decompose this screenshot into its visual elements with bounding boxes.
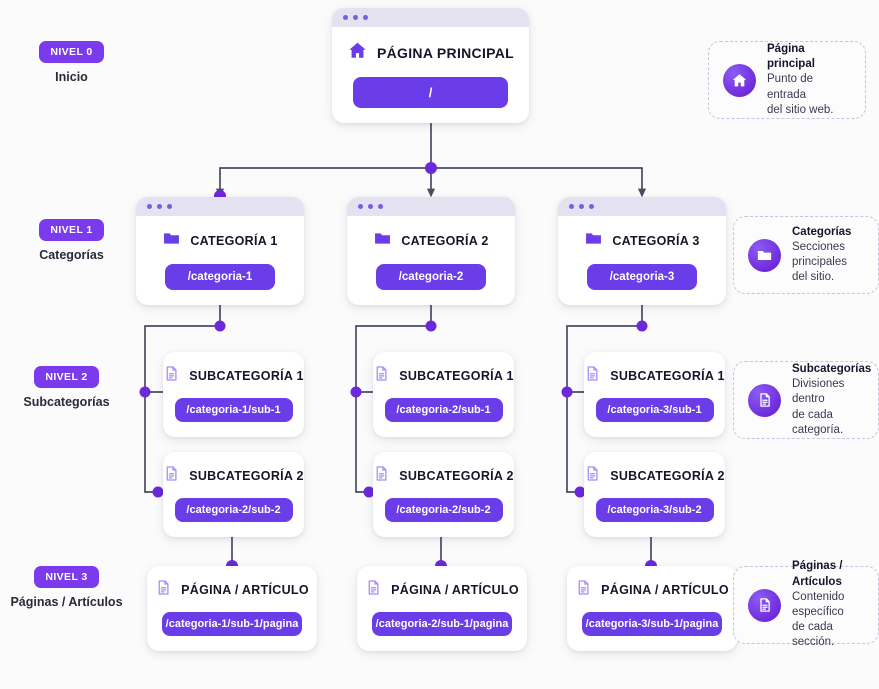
- node-page-1-url[interactable]: /categoria-1/sub-1/pagina: [162, 612, 302, 636]
- node-category-2-url[interactable]: /categoria-2: [376, 264, 486, 290]
- node-subcategory-1-1-title: SUBCATEGORÍA 1: [189, 369, 304, 383]
- node-home-url[interactable]: /: [353, 77, 508, 108]
- document-icon: [373, 365, 390, 387]
- card-titlebar: [136, 197, 304, 216]
- document-icon: [748, 383, 781, 417]
- level-3-chip: NIVEL 3: [34, 566, 99, 588]
- legend-home-line2: del sitio web.: [767, 103, 834, 116]
- folder-icon: [748, 238, 781, 272]
- node-subcategory-2-1-url[interactable]: /categoria-2/sub-1: [384, 398, 503, 422]
- node-subcategory-3-1[interactable]: SUBCATEGORÍA 1 /categoria-3/sub-1: [584, 352, 725, 437]
- legend-subcategories: Subcategorías Divisiones dentro de cada …: [733, 361, 879, 439]
- level-0-chip: NIVEL 0: [39, 41, 104, 63]
- node-category-3[interactable]: CATEGORÍA 3 /categoria-3: [558, 197, 726, 305]
- legend-home-title: Página principal: [767, 43, 815, 71]
- folder-icon: [373, 229, 392, 253]
- legend-pages: Páginas / Artículos Contenido específico…: [733, 560, 879, 648]
- level-3: NIVEL 3 Páginas / Artículos: [0, 566, 133, 609]
- node-page-2-url[interactable]: /categoria-2/sub-1/pagina: [372, 612, 512, 636]
- folder-icon: [162, 229, 181, 253]
- legend-pages-line1: Contenido específico: [792, 590, 845, 618]
- legend-subcategories-line2: de cada categoría.: [792, 408, 844, 436]
- folder-icon: [584, 229, 603, 253]
- node-subcategory-3-1-title: SUBCATEGORÍA 1: [610, 369, 725, 383]
- node-subcategory-3-2-title: SUBCATEGORÍA 2: [610, 469, 725, 483]
- node-page-1[interactable]: PÁGINA / ARTÍCULO /categoria-1/sub-1/pag…: [147, 566, 317, 651]
- node-category-3-url[interactable]: /categoria-3: [587, 264, 697, 290]
- level-2-chip: NIVEL 2: [34, 366, 99, 388]
- document-icon: [365, 579, 382, 601]
- document-icon: [155, 579, 172, 601]
- card-titlebar: [347, 197, 515, 216]
- node-home-title: PÁGINA PRINCIPAL: [376, 45, 515, 61]
- level-1-caption: Categorías: [39, 248, 104, 262]
- level-1-chip: NIVEL 1: [39, 219, 104, 241]
- node-subcategory-2-2-url[interactable]: /categoria-2/sub-2: [384, 498, 503, 522]
- level-0-caption: Inicio: [55, 70, 88, 84]
- document-icon: [163, 465, 180, 487]
- legend-categories-title: Categorías: [792, 225, 852, 238]
- document-icon: [584, 465, 601, 487]
- legend-subcategories-title: Subcategorías: [792, 363, 872, 376]
- node-page-3-title: PÁGINA / ARTÍCULO: [601, 583, 729, 597]
- home-icon: [347, 40, 368, 66]
- level-2: NIVEL 2 Subcategorías: [4, 366, 129, 409]
- level-3-caption: Páginas / Artículos: [10, 595, 123, 609]
- node-subcategory-1-2-title: SUBCATEGORÍA 2: [189, 469, 304, 483]
- node-subcategory-3-2[interactable]: SUBCATEGORÍA 2 /categoria-3/sub-2: [584, 452, 725, 537]
- legend-pages-line2: de cada sección.: [792, 621, 835, 649]
- node-page-2[interactable]: PÁGINA / ARTÍCULO /categoria-2/sub-1/pag…: [357, 566, 527, 651]
- home-icon: [723, 63, 756, 97]
- node-page-3-url[interactable]: /categoria-3/sub-1/pagina: [582, 612, 722, 636]
- node-category-2-title: CATEGORÍA 2: [401, 234, 489, 248]
- document-icon: [373, 465, 390, 487]
- document-icon: [163, 365, 180, 387]
- node-category-1-url[interactable]: /categoria-1: [165, 264, 275, 290]
- node-subcategory-2-2[interactable]: SUBCATEGORÍA 2 /categoria-2/sub-2: [373, 452, 514, 537]
- node-subcategory-1-2[interactable]: SUBCATEGORÍA 2 /categoria-2/sub-2: [163, 452, 304, 537]
- card-titlebar: [332, 8, 529, 27]
- legend-categories-line1: Secciones principales: [792, 240, 847, 268]
- node-page-1-title: PÁGINA / ARTÍCULO: [181, 583, 309, 597]
- level-0: NIVEL 0 Inicio: [14, 41, 129, 84]
- card-titlebar: [558, 197, 726, 216]
- node-subcategory-1-1[interactable]: SUBCATEGORÍA 1 /categoria-1/sub-1: [163, 352, 304, 437]
- node-category-1-title: CATEGORÍA 1: [190, 234, 278, 248]
- node-subcategory-2-1[interactable]: SUBCATEGORÍA 1 /categoria-2/sub-1: [373, 352, 514, 437]
- legend-pages-title: Páginas / Artículos: [792, 560, 843, 588]
- node-category-3-title: CATEGORÍA 3: [612, 234, 700, 248]
- level-1: NIVEL 1 Categorías: [14, 219, 129, 262]
- document-icon: [584, 365, 601, 387]
- node-subcategory-2-1-title: SUBCATEGORÍA 1: [399, 369, 514, 383]
- node-subcategory-3-1-url[interactable]: /categoria-3/sub-1: [595, 398, 714, 422]
- legend-categories: Categorías Secciones principales del sit…: [733, 216, 879, 294]
- legend-home-line1: Punto de entrada: [767, 73, 814, 101]
- legend-home: Página principal Punto de entrada del si…: [708, 41, 866, 119]
- node-category-1[interactable]: CATEGORÍA 1 /categoria-1: [136, 197, 304, 305]
- node-subcategory-1-2-url[interactable]: /categoria-2/sub-2: [174, 498, 293, 522]
- node-page-2-title: PÁGINA / ARTÍCULO: [391, 583, 519, 597]
- legend-subcategories-line1: Divisiones dentro: [792, 378, 845, 406]
- legend-categories-line2: del sitio.: [792, 271, 835, 284]
- node-home[interactable]: PÁGINA PRINCIPAL /: [332, 8, 529, 123]
- node-subcategory-1-1-url[interactable]: /categoria-1/sub-1: [174, 398, 293, 422]
- node-category-2[interactable]: CATEGORÍA 2 /categoria-2: [347, 197, 515, 305]
- document-icon: [748, 588, 781, 622]
- node-page-3[interactable]: PÁGINA / ARTÍCULO /categoria-3/sub-1/pag…: [567, 566, 737, 651]
- level-2-caption: Subcategorías: [23, 395, 110, 409]
- node-subcategory-2-2-title: SUBCATEGORÍA 2: [399, 469, 514, 483]
- document-icon: [575, 579, 592, 601]
- node-subcategory-3-2-url[interactable]: /categoria-3/sub-2: [595, 498, 714, 522]
